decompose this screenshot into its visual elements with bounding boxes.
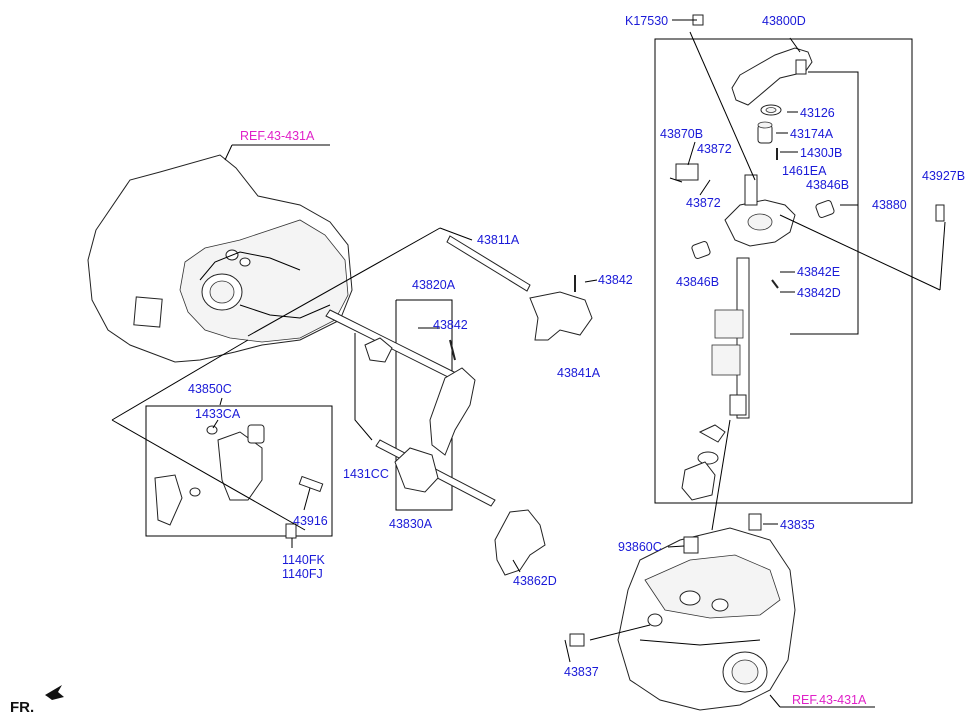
label-43820a: 43820A	[412, 278, 456, 292]
shift-lever-43800d	[731, 37, 813, 106]
label-93860c: 93860C	[618, 540, 662, 554]
label-43174a: 43174A	[790, 127, 834, 141]
label-43850c: 43850C	[188, 382, 232, 396]
shift-lever-assembly-frame	[654, 38, 913, 504]
label-43841a: 43841A	[557, 366, 601, 380]
label-43830a: 43830A	[389, 517, 433, 531]
shift-shaft	[711, 257, 750, 419]
plug-43837	[569, 633, 585, 647]
label-1140fk: 1140FK	[282, 553, 326, 567]
label-43846b-top: 43846B	[806, 178, 849, 192]
switch-93860c	[683, 536, 699, 554]
label-43842d: 43842D	[797, 286, 841, 300]
bracket-1431cc	[354, 333, 373, 441]
label-43916: 43916	[293, 514, 328, 528]
label-1461ea: 1461EA	[782, 164, 827, 178]
label-43846b-bottom: 43846B	[676, 275, 719, 289]
label-43927b: 43927B	[922, 169, 965, 183]
label-43837: 43837	[564, 665, 599, 679]
bracket-43820a	[395, 299, 453, 511]
label-43862d: 43862D	[513, 574, 557, 588]
bolt-1140fk	[285, 523, 297, 539]
pin-43842e	[771, 279, 779, 289]
label-43870b: 43870B	[660, 127, 703, 141]
shift-fork-43820a	[429, 367, 476, 456]
front-direction-label: FR.	[10, 699, 34, 716]
label-1430jb: 1430JB	[800, 146, 842, 160]
plug-43846b-bottom	[691, 241, 711, 259]
label-43880: 43880	[872, 198, 907, 212]
shift-fork-43862d	[494, 509, 546, 576]
label-43842-mid: 43842	[433, 318, 468, 332]
label-43842e: 43842E	[797, 265, 840, 279]
plug-43835	[748, 513, 762, 531]
ref-label-top: REF.43-431A	[240, 129, 315, 143]
pin-43842-mid	[449, 339, 456, 361]
label-1140fj: 1140FJ	[282, 567, 323, 581]
ref-label-bottom: REF.43-431A	[792, 693, 867, 707]
detent-parts	[681, 424, 726, 501]
bushing-43126	[760, 104, 782, 116]
leader-lines	[111, 19, 946, 663]
transmission-housing-left	[87, 154, 353, 363]
bolt-43927b	[935, 204, 945, 222]
leader-ref-top	[224, 144, 233, 161]
label-43872-a: 43872	[697, 142, 732, 156]
label-1431cc: 1431CC	[343, 467, 389, 481]
shift-housing-cover	[724, 174, 796, 247]
label-43842-top: 43842	[598, 273, 633, 287]
label-43835: 43835	[780, 518, 815, 532]
shift-fork-43841a	[529, 291, 593, 341]
front-direction-arrow-icon	[45, 685, 64, 700]
transmission-housing-right	[617, 527, 796, 711]
label-43811a: 43811A	[477, 233, 520, 247]
sleeve-43174a	[757, 121, 773, 144]
label-43800d: 43800D	[762, 14, 806, 28]
shift-rail-43811a	[446, 235, 531, 292]
control-lever-43850c	[154, 424, 265, 526]
label-1433ca: 1433CA	[195, 407, 241, 421]
label-43872-b: 43872	[686, 196, 721, 210]
plug-43846b-top	[815, 200, 835, 218]
shift-lug-1431cc	[394, 447, 439, 493]
bracket-43880	[790, 71, 859, 335]
label-43126: 43126	[800, 106, 835, 120]
leader-ref-bottom	[769, 694, 781, 708]
label-k17530: K17530	[625, 14, 668, 28]
bolt-43916	[298, 475, 324, 493]
bracket-43870b	[669, 163, 699, 183]
fork-bracket-small	[364, 337, 393, 363]
control-lever-assembly-frame	[145, 405, 333, 537]
